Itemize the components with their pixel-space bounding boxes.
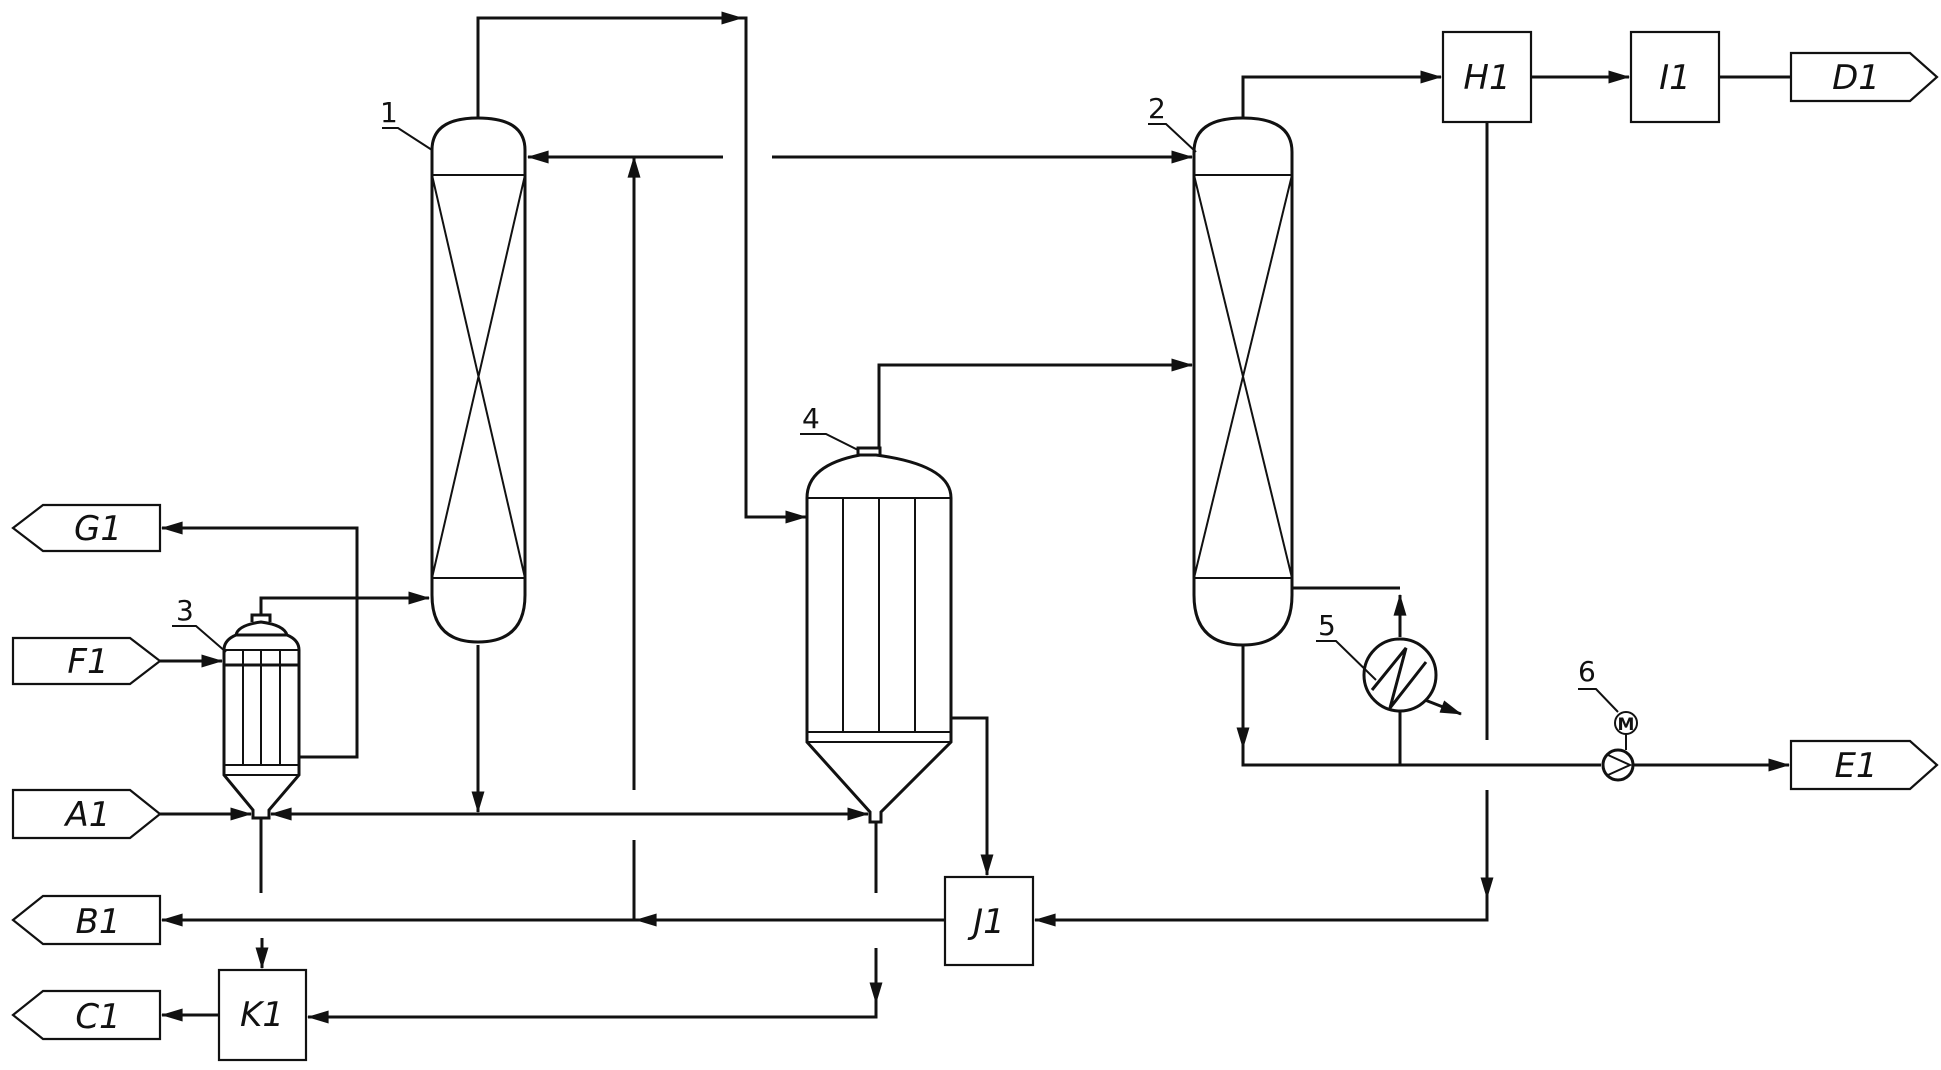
unit-i1-label: I1 bbox=[1659, 58, 1691, 98]
callout-1: 1 bbox=[380, 96, 433, 151]
unit-i1: I1 bbox=[1629, 30, 1721, 124]
equipment-number-6: 6 bbox=[1578, 655, 1596, 688]
callout-2: 2 bbox=[1148, 92, 1197, 153]
vessel-3 bbox=[222, 613, 301, 820]
equipment-number-2: 2 bbox=[1148, 92, 1166, 125]
stream-d1-tag: D1 bbox=[1789, 51, 1939, 103]
stream-f1-label: F1 bbox=[67, 642, 108, 682]
unit-h1-label: H1 bbox=[1463, 58, 1510, 98]
stream-g1-tag: G1 bbox=[11, 503, 162, 553]
piping bbox=[160, 11, 1791, 1024]
stream-c1-label: C1 bbox=[75, 997, 120, 1037]
unit-k1: K1 bbox=[217, 968, 308, 1062]
unit-k1-label: K1 bbox=[240, 995, 284, 1035]
callout-4: 4 bbox=[800, 402, 859, 451]
equipment-number-4: 4 bbox=[802, 402, 820, 435]
unit-j1-label: J1 bbox=[967, 902, 1005, 942]
column-2 bbox=[1192, 116, 1294, 647]
stream-f1-tag: F1 bbox=[11, 636, 162, 686]
unit-j1: J1 bbox=[943, 875, 1035, 967]
stream-e1-tag: E1 bbox=[1789, 739, 1939, 791]
stream-e1-label: E1 bbox=[1834, 746, 1877, 786]
column-1 bbox=[430, 116, 527, 644]
stream-c1-tag: C1 bbox=[11, 989, 162, 1041]
callout-5: 5 bbox=[1316, 609, 1377, 681]
callout-3: 3 bbox=[172, 594, 227, 653]
stream-b1-label: B1 bbox=[76, 902, 121, 942]
stream-a1-tag: A1 bbox=[11, 788, 162, 840]
pump-motor-symbol: M bbox=[1618, 715, 1635, 735]
equipment-number-1: 1 bbox=[380, 96, 398, 129]
equipment-number-5: 5 bbox=[1318, 609, 1336, 642]
callout-6: 6 bbox=[1578, 655, 1619, 713]
unit-h1: H1 bbox=[1441, 30, 1533, 124]
heat-exchanger-5 bbox=[1362, 593, 1463, 716]
vessel-4 bbox=[805, 446, 953, 824]
stream-d1-label: D1 bbox=[1832, 58, 1880, 98]
equipment-number-3: 3 bbox=[176, 594, 194, 627]
pump-6: M bbox=[1601, 711, 1638, 782]
stream-g1-label: G1 bbox=[74, 509, 122, 549]
stream-b1-tag: B1 bbox=[11, 894, 162, 946]
stream-a1-label: A1 bbox=[64, 795, 111, 835]
